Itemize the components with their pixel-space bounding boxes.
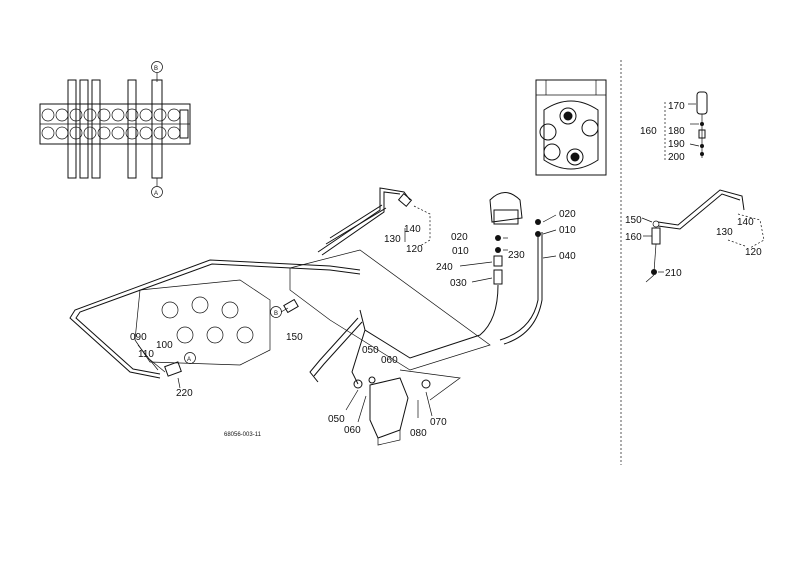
label-110: 110 <box>138 349 154 360</box>
label-090: 090 <box>130 332 147 343</box>
control-valve-block <box>39 61 191 198</box>
label-130-right: 130 <box>716 227 733 238</box>
label-200: 200 <box>668 152 685 163</box>
label-010-right: 010 <box>559 225 576 236</box>
part-labels: B A 090 100 110 220 150 130 140 120 020 … <box>130 101 762 439</box>
label-150-right: 150 <box>625 215 642 226</box>
label-130: 130 <box>384 234 401 245</box>
callout-a-top: A <box>154 191 158 197</box>
label-080: 080 <box>410 428 427 439</box>
label-190: 190 <box>668 139 685 150</box>
label-150: 150 <box>286 332 303 343</box>
label-020-left: 020 <box>451 232 468 243</box>
label-240: 240 <box>436 262 453 273</box>
label-020-right: 020 <box>559 209 576 220</box>
callout-a-valve: A <box>187 357 191 363</box>
label-070: 070 <box>430 417 447 428</box>
label-220: 220 <box>176 388 193 399</box>
label-140-right: 140 <box>737 217 754 228</box>
label-010-left: 010 <box>452 246 469 257</box>
label-060-bottom: 060 <box>344 425 361 436</box>
label-180: 180 <box>668 126 685 137</box>
label-160-stack: 160 <box>640 126 657 137</box>
label-060-top: 060 <box>381 355 398 366</box>
label-050-top: 050 <box>362 345 379 356</box>
label-040: 040 <box>559 251 576 262</box>
label-170: 170 <box>668 101 685 112</box>
label-140: 140 <box>404 224 421 235</box>
label-030: 030 <box>450 278 467 289</box>
label-120: 120 <box>406 244 423 255</box>
label-100: 100 <box>156 340 173 351</box>
rotary-joint-detail <box>535 79 607 176</box>
label-050-bottom: 050 <box>328 414 345 425</box>
label-160-right: 160 <box>625 232 642 243</box>
callout-b-hose: B <box>274 311 278 317</box>
label-120-right: 120 <box>745 247 762 258</box>
callout-b-top: B <box>154 66 158 72</box>
right-detail-section <box>641 91 765 283</box>
label-210: 210 <box>665 268 682 279</box>
hydraulic-lines <box>69 187 557 446</box>
label-230: 230 <box>508 250 525 261</box>
drawing-code: 68056-003-11 <box>224 432 262 438</box>
